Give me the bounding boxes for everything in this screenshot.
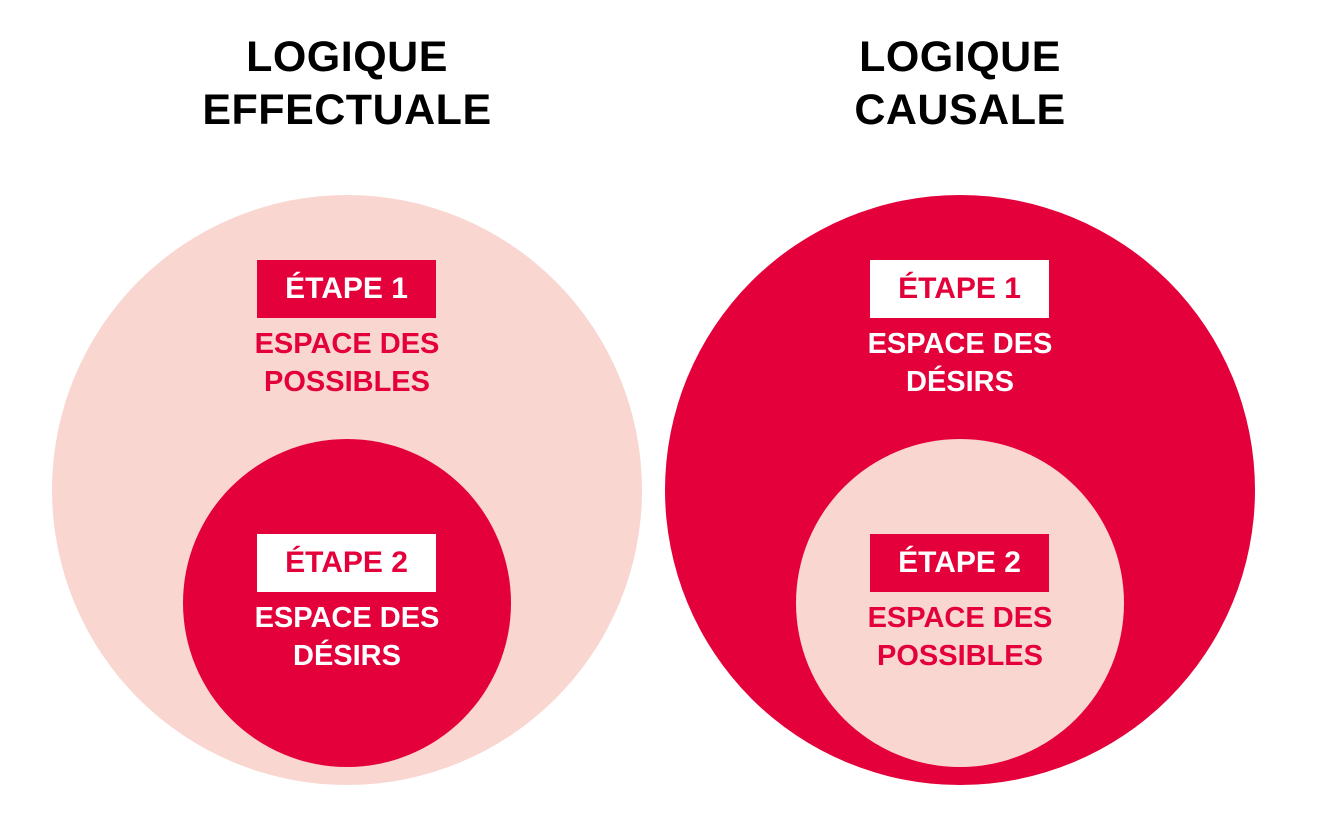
left-step1-label: ESPACE DES POSSIBLES <box>147 325 547 401</box>
right-title: LOGIQUE CAUSALE <box>660 31 1260 137</box>
right-step2-line1: ESPACE DES <box>867 602 1053 634</box>
right-step1-line2: DÉSIRS <box>906 366 1014 398</box>
left-title-line2: EFFECTUALE <box>202 86 492 134</box>
right-step2-label: ESPACE DES POSSIBLES <box>760 599 1160 675</box>
left-title: LOGIQUE EFFECTUALE <box>47 31 647 137</box>
left-step1-line1: ESPACE DES <box>254 328 440 360</box>
left-step2-line2: DÉSIRS <box>293 640 401 672</box>
left-step2-line1: ESPACE DES <box>254 602 440 634</box>
right-step1-label: ESPACE DES DÉSIRS <box>760 325 1160 401</box>
right-step1-badge: ÉTAPE 1 <box>870 260 1049 318</box>
left-title-line1: LOGIQUE <box>246 33 448 81</box>
right-step2-line2: POSSIBLES <box>877 640 1043 672</box>
left-step1-line2: POSSIBLES <box>264 366 430 398</box>
right-title-line1: LOGIQUE <box>859 33 1061 81</box>
right-title-line2: CAUSALE <box>854 86 1066 134</box>
left-step2-badge: ÉTAPE 2 <box>257 534 436 592</box>
right-step1-line1: ESPACE DES <box>867 328 1053 360</box>
left-step1-badge: ÉTAPE 1 <box>257 260 436 318</box>
right-inner-circle <box>796 439 1124 767</box>
left-inner-circle <box>183 439 511 767</box>
right-step2-badge: ÉTAPE 2 <box>870 534 1049 592</box>
left-step2-label: ESPACE DES DÉSIRS <box>147 599 547 675</box>
